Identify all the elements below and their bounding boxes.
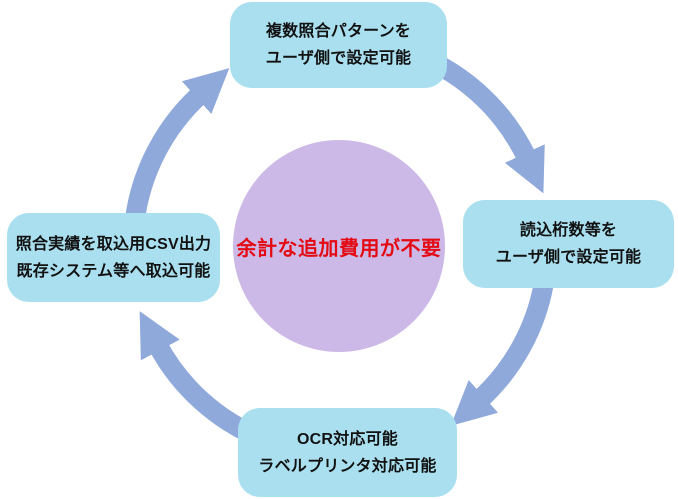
arrow-left-to-top-icon	[124, 68, 230, 224]
feature-box-bottom-line-1: OCR対応可能	[297, 430, 398, 448]
arrow-right-to-bottom-icon	[450, 281, 554, 426]
feature-box-right-line-1: 読込桁数等を	[519, 222, 618, 239]
center-highlight-text: 余計な追加費用が不要	[236, 237, 442, 260]
feature-box-right: 読込桁数等を ユーザ側で設定可能	[463, 200, 674, 288]
feature-box-top: 複数照合パターンを ユーザ側で設定可能	[230, 2, 447, 88]
feature-box-top-line-2: ユーザ側で設定可能	[265, 50, 412, 67]
feature-box-left: 照合実績を取込用CSV出力 既存システム等へ取込可能	[7, 213, 220, 302]
feature-box-left-line-2: 既存システム等へ取込可能	[16, 262, 211, 280]
feature-box-left-line-1: 照合実績を取込用CSV出力	[15, 235, 212, 253]
feature-box-right-line-2: ユーザ側で設定可能	[495, 249, 642, 266]
feature-box-bottom-line-2: ラベルプリンタ対応可能	[258, 457, 437, 475]
center-highlight-circle: 余計な追加費用が不要	[233, 140, 445, 352]
feature-box-bottom: OCR対応可能 ラベルプリンタ対応可能	[238, 408, 457, 497]
feature-box-top-line-1: 複数照合パターンを	[265, 23, 411, 40]
